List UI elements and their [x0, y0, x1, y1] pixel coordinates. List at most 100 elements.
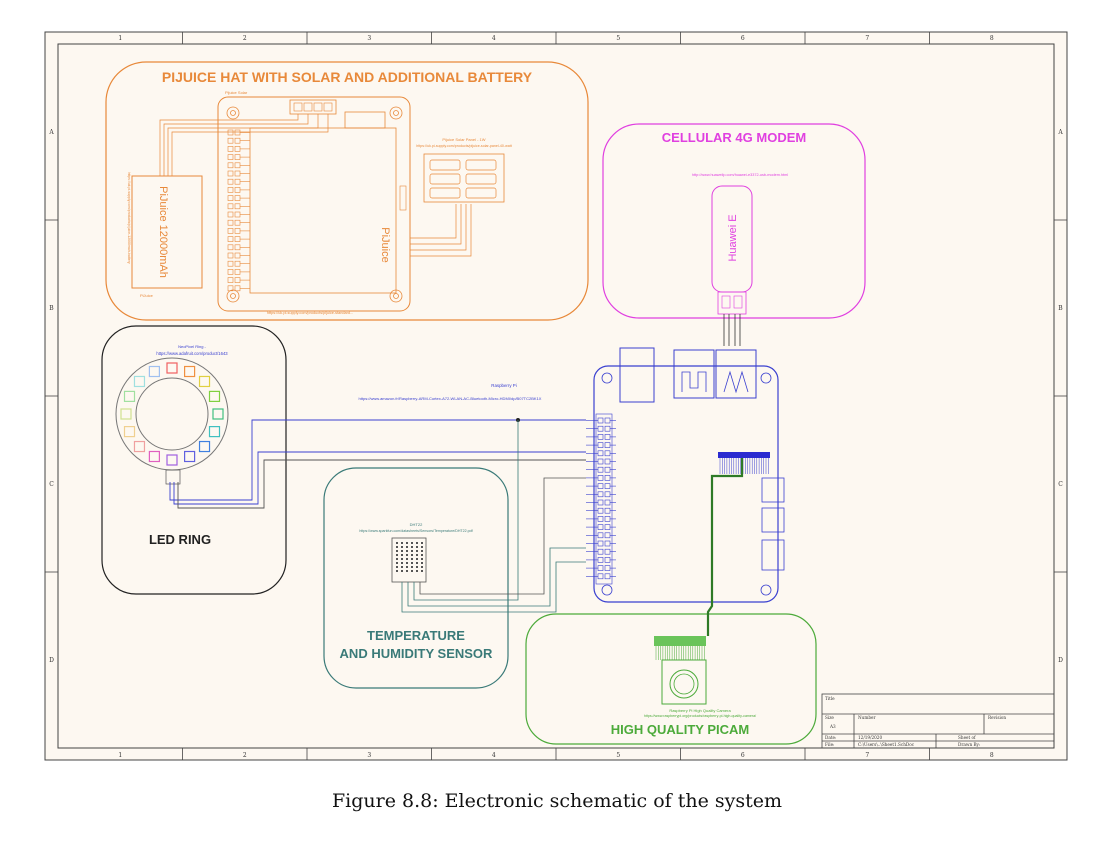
- pijuice-board-area: [249, 127, 397, 294]
- modem-frame: [602, 123, 866, 319]
- led-pixel: [148, 365, 160, 378]
- modem-link: http://www.huaweilp.com/huawei-e3372-usb…: [692, 173, 788, 177]
- grid-col-label-bottom: 1: [118, 752, 122, 759]
- led-pixel: [166, 362, 178, 374]
- camera-label: Raspberry Pi High Quality Camera: [669, 708, 731, 713]
- led-pixel: [198, 440, 211, 453]
- pijuice-panel-label: Pijuice Solar Panel - 1W: [442, 137, 485, 142]
- modem-device-label: Huawei E: [727, 214, 739, 261]
- led-pixel: [184, 365, 196, 378]
- rpi-label: Raspberry Pi: [491, 383, 516, 388]
- grid-col-label-bottom: 5: [616, 752, 620, 759]
- camera-lens-inner: [673, 673, 695, 695]
- camera-link: https://www.raspberrypi.org/products/ras…: [644, 714, 756, 718]
- rpi-camera-connector: [718, 452, 770, 458]
- pijuice-panel-link: https://uk.pi-supply.com/products/pijuic…: [416, 144, 511, 148]
- pijuice-board-label: PiJuice: [379, 227, 391, 262]
- camera-lens-outer: [669, 669, 699, 699]
- sensor-frame: [323, 467, 509, 689]
- sheet-outer-border: [44, 31, 1068, 761]
- title-block-size-label: Size: [825, 715, 834, 720]
- grid-col-label-top: 3: [367, 35, 371, 42]
- rpi-usb-2: [715, 349, 757, 399]
- led-link: https://www.adafruit.com/product/1643: [156, 351, 228, 356]
- sensor-label: DHT22: [410, 522, 423, 527]
- led-ring-inner: [135, 377, 209, 451]
- led-pixel: [133, 440, 146, 453]
- grid-row-label-right: C: [1058, 481, 1063, 488]
- modem-usb-wires: [723, 314, 741, 346]
- rpi-section: [586, 347, 785, 603]
- sensor-section: DHT22 https://www.sparkfun.com/datasheet…: [323, 467, 509, 689]
- pijuice-section: PIJUICE HAT WITH SOLAR AND ADDITIONAL BA…: [105, 61, 589, 321]
- grid-row-label-right: B: [1058, 305, 1063, 312]
- pijuice-solar-label: Pijuice Solar: [225, 90, 248, 95]
- led-pixel: [184, 450, 196, 463]
- title-block-revision-label: Revision: [988, 715, 1006, 720]
- pijuice-frame: [105, 61, 589, 321]
- title-block-file-label: File:: [825, 742, 834, 747]
- led-pixel: [123, 426, 136, 438]
- title-block-sheet-label: Sheet of: [958, 735, 976, 740]
- camera-section: Raspberry Pi High Quality Camera https:/…: [525, 613, 817, 745]
- pijuice-board: [217, 96, 411, 312]
- led-pixel: [123, 390, 136, 402]
- pijuice-battery-small: PiJuice: [140, 293, 154, 298]
- sensor-device: [391, 537, 427, 583]
- led-title: LED RING: [149, 532, 211, 547]
- grid-row-label-right: A: [1057, 129, 1063, 136]
- led-pixels: [120, 362, 224, 466]
- grid-col-label-top: 6: [741, 35, 745, 42]
- rpi-link: https://www.amazon.fr/Raspberry-ARM-Cort…: [359, 396, 542, 401]
- rpi-ethernet: [619, 347, 655, 403]
- grid-col-label-bottom: 2: [243, 752, 247, 759]
- grid-col-label-bottom: 3: [367, 752, 371, 759]
- grid-col-label-bottom: 6: [741, 752, 745, 759]
- grid-col-label-bottom: 8: [990, 752, 994, 759]
- led-pixel: [198, 375, 211, 388]
- sensor-title-line1: TEMPERATURE: [367, 628, 465, 643]
- camera-module: [661, 659, 707, 705]
- title-block: Title Size A3 Number Revision Date: 12/1…: [821, 693, 1055, 749]
- camera-frame: [525, 613, 817, 745]
- led-pixel: [166, 454, 178, 466]
- title-block-file-value: C:\Users\..\Sheet1.SchDoc: [858, 742, 915, 747]
- pijuice-board-link: https://uk.pi-supply.com/products/pijuic…: [267, 311, 353, 315]
- sensor-rpi-wires: [401, 420, 586, 613]
- title-block-date-value: 12/19/2020: [858, 735, 882, 740]
- led-pixel: [208, 390, 221, 402]
- pijuice-title: PIJUICE HAT WITH SOLAR AND ADDITIONAL BA…: [162, 69, 533, 85]
- led-pixel: [148, 450, 160, 463]
- led-label: NeoPixel Ring -: [178, 344, 206, 349]
- figure-caption: Figure 8.8: Electronic schematic of the …: [331, 790, 783, 812]
- grid-col-label-top: 1: [118, 35, 122, 42]
- pijuice-battery-link: https://uk.pi-supply.com/products/pijuic…: [127, 172, 131, 264]
- camera-ribbon-cable: [706, 458, 744, 636]
- led-pixel: [212, 408, 224, 420]
- pijuice-solar-panel: [423, 153, 505, 203]
- grid-col-label-top: 7: [865, 35, 869, 42]
- grid-row-label-left: D: [49, 657, 54, 664]
- grid-col-label-top: 8: [990, 35, 994, 42]
- grid-row-label-left: B: [49, 305, 54, 312]
- title-block-size-value: A3: [829, 724, 836, 729]
- led-rpi-wires: [169, 419, 586, 509]
- grid-col-label-bottom: 4: [492, 752, 496, 759]
- grid-row-label-left: C: [49, 481, 54, 488]
- grid-col-label-top: 2: [243, 35, 247, 42]
- title-block-drawn-label: Drawn By:: [958, 742, 980, 747]
- sheet-grid-markers: [45, 32, 1067, 760]
- pijuice-battery-label: PiJuice 12000mAh: [157, 186, 169, 278]
- led-pixel: [208, 426, 221, 438]
- led-section: NeoPixel Ring - https://www.adafruit.com…: [101, 325, 287, 595]
- led-pixel: [133, 375, 146, 388]
- title-block-number-label: Number: [858, 715, 876, 720]
- modem-title: CELLULAR 4G MODEM: [662, 130, 806, 145]
- grid-row-label-left: A: [48, 129, 54, 136]
- grid-col-label-bottom: 7: [865, 752, 869, 759]
- camera-connector: [654, 636, 706, 646]
- grid-col-label-top: 5: [616, 35, 620, 42]
- grid-row-label-right: D: [1058, 657, 1063, 664]
